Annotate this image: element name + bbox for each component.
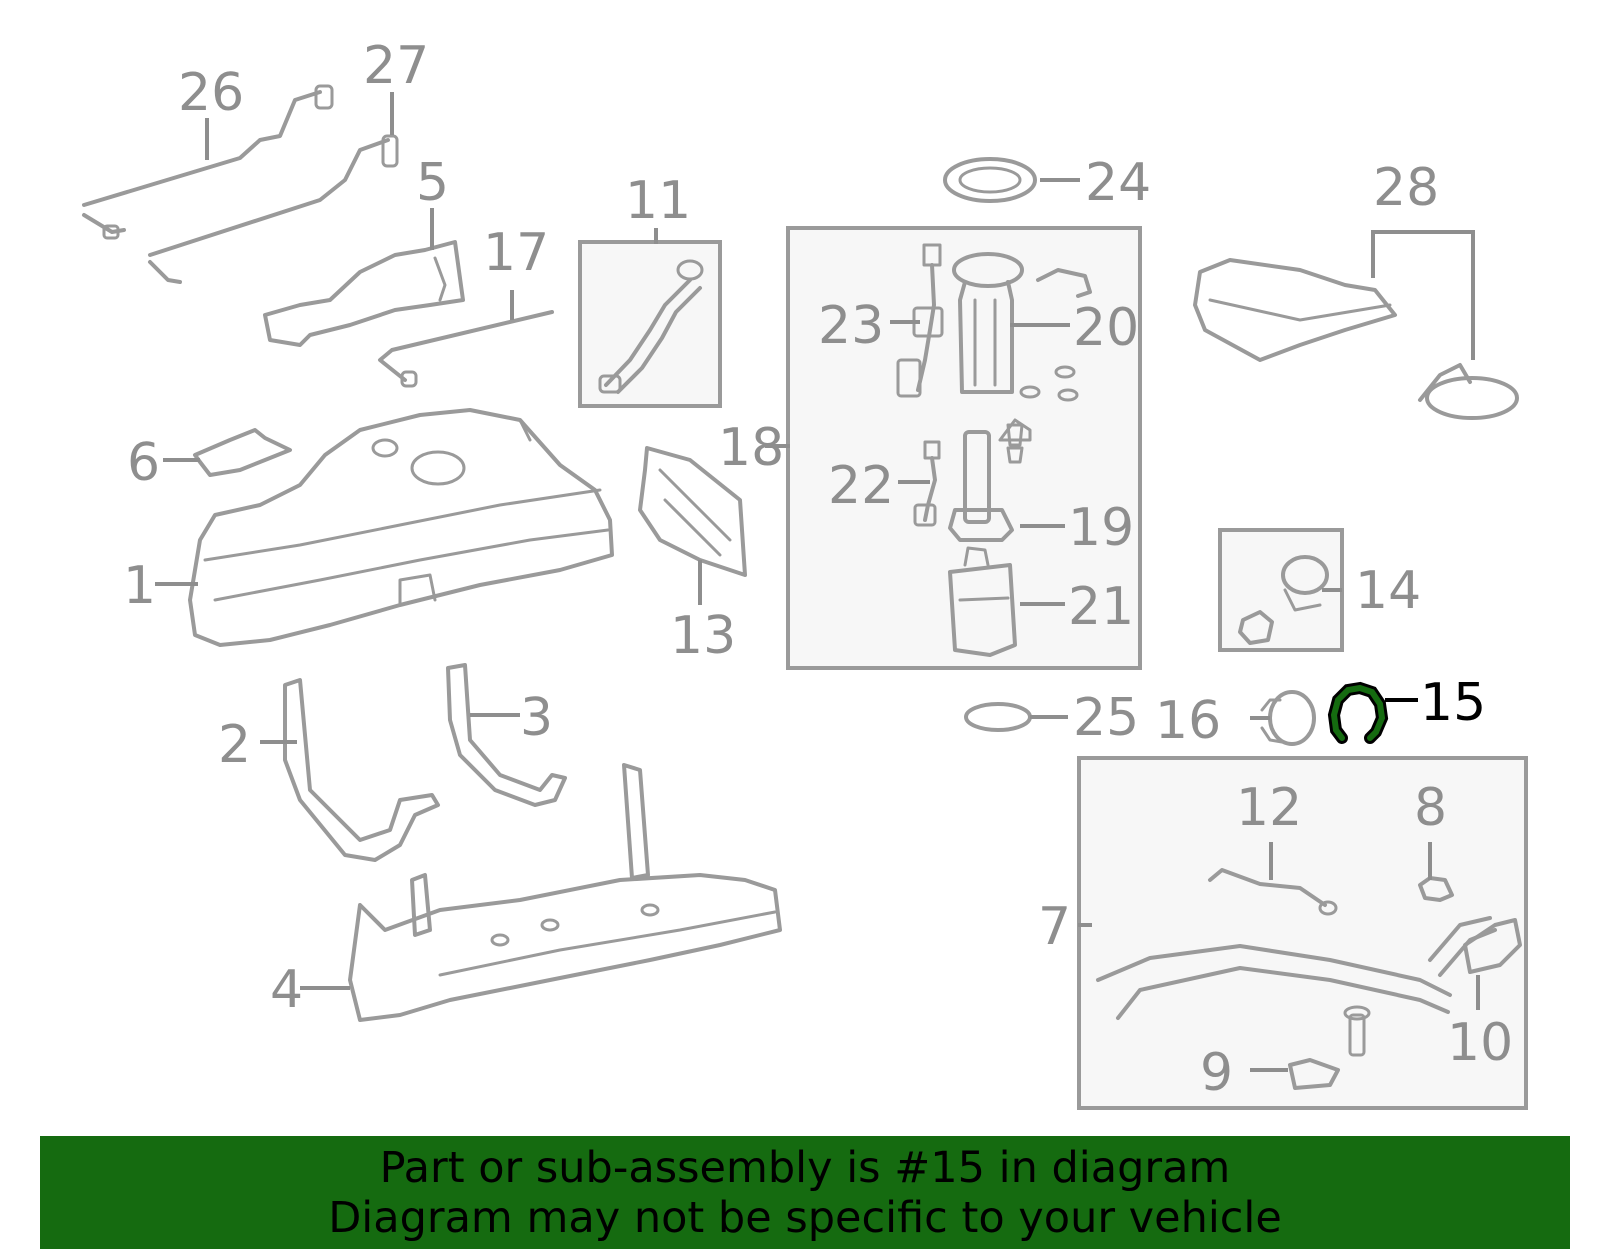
callout-22: 22 [828, 456, 894, 516]
callout-6: 6 [127, 433, 160, 493]
callout-2: 2 [218, 715, 251, 775]
part-4-protector[interactable] [348, 763, 782, 1022]
part-22-harness[interactable] [913, 440, 941, 527]
callout-26: 26 [178, 63, 244, 123]
callout-labels: 1 2 3 4 5 6 7 8 9 10 11 12 13 14 15 16 1… [123, 36, 1513, 1103]
banner-line-1: Part or sub-assembly is #15 in diagram [379, 1142, 1231, 1193]
callout-14: 14 [1355, 561, 1421, 621]
part-23-harness[interactable] [896, 243, 944, 398]
callout-16: 16 [1155, 691, 1221, 751]
callout-10: 10 [1447, 1013, 1513, 1073]
callout-20: 20 [1073, 298, 1139, 358]
info-banner: Part or sub-assembly is #15 in diagram D… [40, 1136, 1570, 1249]
part-3-strap[interactable] [446, 663, 567, 807]
callout-13: 13 [670, 606, 736, 666]
part-6-bracket[interactable] [193, 428, 292, 477]
part-20-pump-assembly[interactable] [952, 252, 1092, 402]
part-12-tube[interactable] [1208, 868, 1338, 916]
part-17-tube[interactable] [378, 310, 554, 388]
box-part-11 [578, 240, 722, 408]
box-part-14 [1218, 528, 1344, 652]
part-25-gasket[interactable] [964, 702, 1032, 732]
callout-19: 19 [1068, 498, 1134, 558]
part-28-panel[interactable] [1193, 258, 1519, 420]
callout-11: 11 [625, 171, 691, 231]
part-9-bracket[interactable] [1288, 1005, 1371, 1090]
part-19-pump[interactable] [948, 418, 1032, 542]
callout-8: 8 [1414, 778, 1447, 838]
part-5-insulator[interactable] [263, 240, 465, 347]
callout-18: 18 [718, 418, 784, 478]
part-24-lock-ring[interactable] [943, 157, 1037, 203]
callout-28: 28 [1373, 158, 1439, 218]
callout-21: 21 [1068, 577, 1134, 637]
callout-17: 17 [483, 223, 549, 283]
callout-5: 5 [416, 153, 449, 213]
leader-lines [155, 92, 1480, 1072]
callout-1: 1 [123, 556, 156, 616]
part-10-protector[interactable] [1463, 918, 1522, 974]
part-14-fuel-cap[interactable] [1238, 555, 1329, 645]
part-2-strap[interactable] [283, 678, 440, 862]
callout-4: 4 [270, 960, 303, 1020]
callout-3: 3 [520, 688, 553, 748]
part-15-gasket[interactable] [1327, 681, 1389, 744]
part-1-fuel-tank[interactable] [188, 408, 614, 647]
callout-25: 25 [1073, 688, 1139, 748]
callout-24: 24 [1085, 153, 1151, 213]
part-21-filter[interactable] [948, 546, 1017, 657]
part-11-hose[interactable] [598, 259, 704, 394]
callout-9: 9 [1200, 1043, 1233, 1103]
callout-12: 12 [1236, 778, 1302, 838]
callout-15: 15 [1420, 673, 1486, 733]
part-27-fuel-line[interactable] [148, 134, 399, 284]
part-7-filler-pipe[interactable] [1096, 916, 1497, 1020]
callout-23: 23 [818, 296, 884, 356]
banner-line-2: Diagram may not be specific to your vehi… [328, 1192, 1282, 1243]
callout-27: 27 [363, 36, 429, 96]
part-26-fuel-line[interactable] [82, 84, 334, 240]
callout-7: 7 [1038, 897, 1071, 957]
